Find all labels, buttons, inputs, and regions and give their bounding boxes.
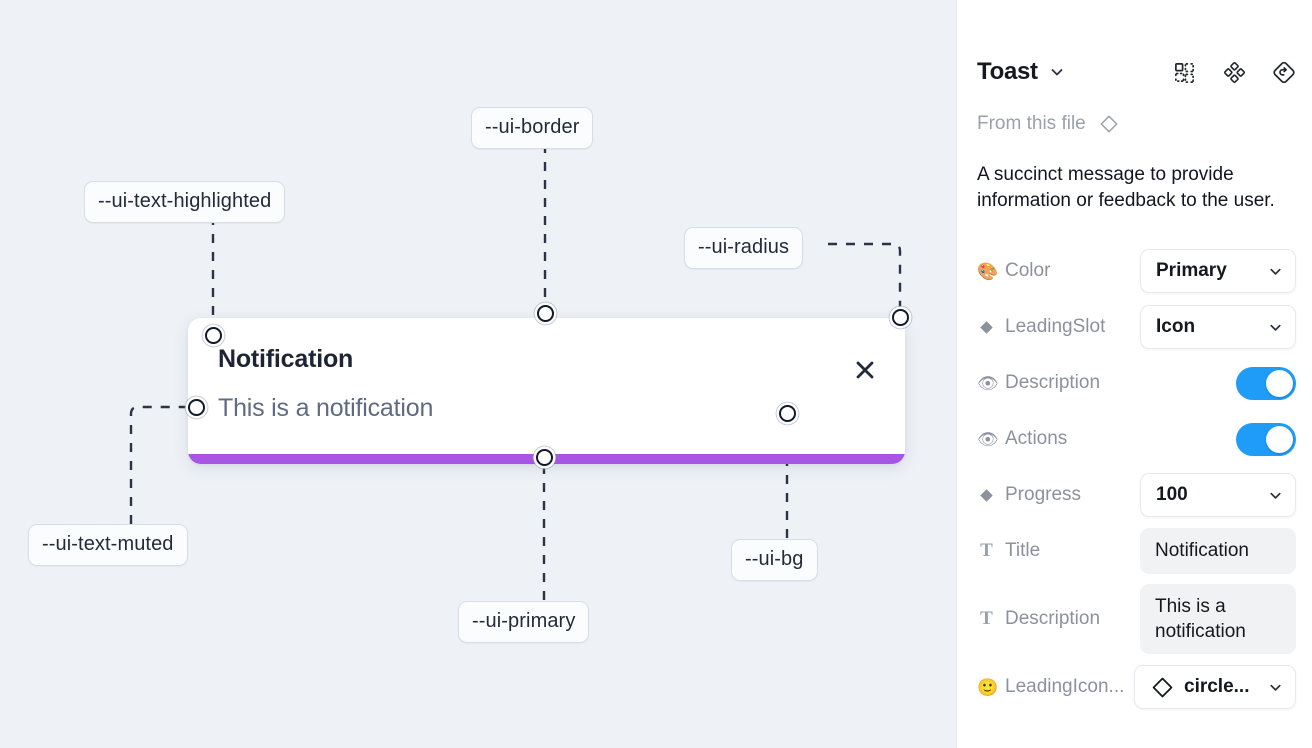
chevron-down-icon — [1268, 680, 1283, 695]
eye-emoji-icon: 👁 — [977, 373, 999, 393]
from-this-file-row[interactable]: From this file — [977, 113, 1120, 135]
anchor-ui-border[interactable] — [537, 305, 554, 322]
title-input-value: Notification — [1155, 540, 1249, 562]
progress-select[interactable]: 100 — [1140, 473, 1296, 517]
leadingslot-select[interactable]: Icon — [1140, 305, 1296, 349]
chevron-down-icon[interactable] — [1049, 64, 1065, 80]
property-control-color: Primary — [1140, 249, 1296, 293]
smiley-emoji-icon: 🙂 — [977, 677, 999, 697]
property-label-description: 👁 Description — [977, 372, 1100, 394]
description-input[interactable]: This is a notification — [1140, 583, 1296, 655]
property-name: Progress — [1005, 484, 1082, 505]
property-control-leadingslot: Icon — [1140, 305, 1296, 349]
property-row-actions-toggle: 👁 Actions — [957, 411, 1312, 467]
color-select-value: Primary — [1156, 260, 1227, 281]
property-control-actions-toggle — [1236, 422, 1296, 456]
property-name: Description — [1005, 372, 1101, 393]
page-title: Toast — [977, 58, 1038, 85]
token-label-ui-radius[interactable]: --ui-radius — [684, 227, 804, 269]
property-label-progress: Progress — [977, 484, 1081, 506]
property-control-progress: 100 — [1140, 473, 1296, 517]
token-label-ui-text-highlighted[interactable]: --ui-text-highlighted — [84, 181, 286, 223]
property-row-description-toggle: 👁 Description — [957, 355, 1312, 411]
anchor-ui-primary[interactable] — [536, 449, 553, 466]
property-label-color: 🎨 Color — [977, 260, 1050, 282]
diamond-icon — [1150, 675, 1175, 700]
panel-header: Toast — [977, 50, 1296, 94]
property-control-title: Notification — [1140, 528, 1296, 574]
property-label-description-text: T Description — [977, 608, 1100, 630]
token-label-ui-bg[interactable]: --ui-bg — [731, 539, 818, 581]
toast-title: Notification — [218, 345, 354, 373]
leadingicon-select-value: circle... — [1184, 676, 1250, 697]
variants-diamond-icon[interactable] — [1222, 60, 1246, 84]
anchor-ui-text-muted[interactable] — [188, 399, 205, 416]
property-label-title: T Title — [977, 540, 1040, 562]
token-label-ui-border[interactable]: --ui-border — [471, 107, 594, 149]
property-row-description-text: T Description This is a notification — [957, 579, 1312, 659]
toast-description: This is a notification — [218, 394, 434, 422]
property-name: Title — [1005, 540, 1041, 561]
reset-diamond-icon[interactable] — [1272, 60, 1296, 84]
toggle-knob — [1266, 369, 1293, 397]
anchor-ui-text-highlighted[interactable] — [205, 327, 222, 344]
title-input[interactable]: Notification — [1140, 528, 1296, 574]
diamond-icon — [1098, 113, 1120, 135]
design-canvas[interactable]: Notification This is a notification --ui… — [0, 0, 956, 748]
chevron-down-icon — [1268, 488, 1283, 503]
close-icon[interactable] — [851, 356, 879, 384]
toast-preview-card[interactable]: Notification This is a notification — [188, 318, 905, 464]
toggle-knob — [1266, 425, 1293, 453]
text-glyph-icon: T — [980, 540, 993, 561]
chevron-down-icon — [1268, 264, 1283, 279]
property-control-description-toggle — [1236, 366, 1296, 400]
actions-toggle[interactable] — [1236, 422, 1296, 456]
property-row-title: T Title Notification — [957, 523, 1312, 579]
diamond-icon — [977, 488, 996, 503]
property-row-leadingslot: LeadingSlot Icon — [957, 299, 1312, 355]
from-this-file-label: From this file — [977, 113, 1086, 134]
property-row-leadingicon: 🙂 LeadingIcon... circle... — [957, 659, 1312, 715]
text-glyph-icon: T — [980, 608, 993, 629]
token-label-ui-primary[interactable]: --ui-primary — [458, 601, 590, 643]
eye-emoji-icon: 👁 — [977, 429, 999, 449]
property-control-leadingicon: circle... — [1134, 665, 1296, 709]
property-label-actions: 👁 Actions — [977, 428, 1067, 450]
progress-select-value: 100 — [1156, 484, 1188, 505]
token-label-ui-text-muted[interactable]: --ui-text-muted — [28, 524, 188, 566]
properties-panel: Toast — [956, 0, 1312, 748]
header-icon-group — [1172, 60, 1296, 84]
palette-emoji-icon: 🎨 — [977, 261, 999, 281]
anchor-ui-bg[interactable] — [779, 405, 796, 422]
component-description: A succinct message to provide informatio… — [977, 164, 1275, 211]
property-list: 🎨 Color Primary — [957, 243, 1312, 715]
anchor-ui-radius[interactable] — [892, 309, 909, 326]
chevron-down-icon — [1268, 320, 1283, 335]
color-select[interactable]: Primary — [1140, 249, 1296, 293]
diamond-icon — [977, 320, 996, 335]
property-row-color: 🎨 Color Primary — [957, 243, 1312, 299]
property-name: Color — [1005, 260, 1051, 281]
property-row-progress: Progress 100 — [957, 467, 1312, 523]
property-label-leadingicon: 🙂 LeadingIcon... — [977, 676, 1124, 698]
description-input-value: This is a notification — [1155, 595, 1246, 642]
property-label-leadingslot: LeadingSlot — [977, 316, 1105, 338]
leadingslot-select-value: Icon — [1156, 316, 1196, 337]
property-name: LeadingIcon... — [1005, 676, 1125, 697]
property-name: Description — [1005, 608, 1101, 629]
property-control-description-text: This is a notification — [1140, 583, 1296, 655]
component-grid-icon[interactable] — [1172, 60, 1196, 84]
property-name: Actions — [1005, 428, 1068, 449]
description-toggle[interactable] — [1236, 366, 1296, 400]
property-name: LeadingSlot — [1005, 316, 1106, 337]
leadingicon-select[interactable]: circle... — [1134, 665, 1296, 709]
